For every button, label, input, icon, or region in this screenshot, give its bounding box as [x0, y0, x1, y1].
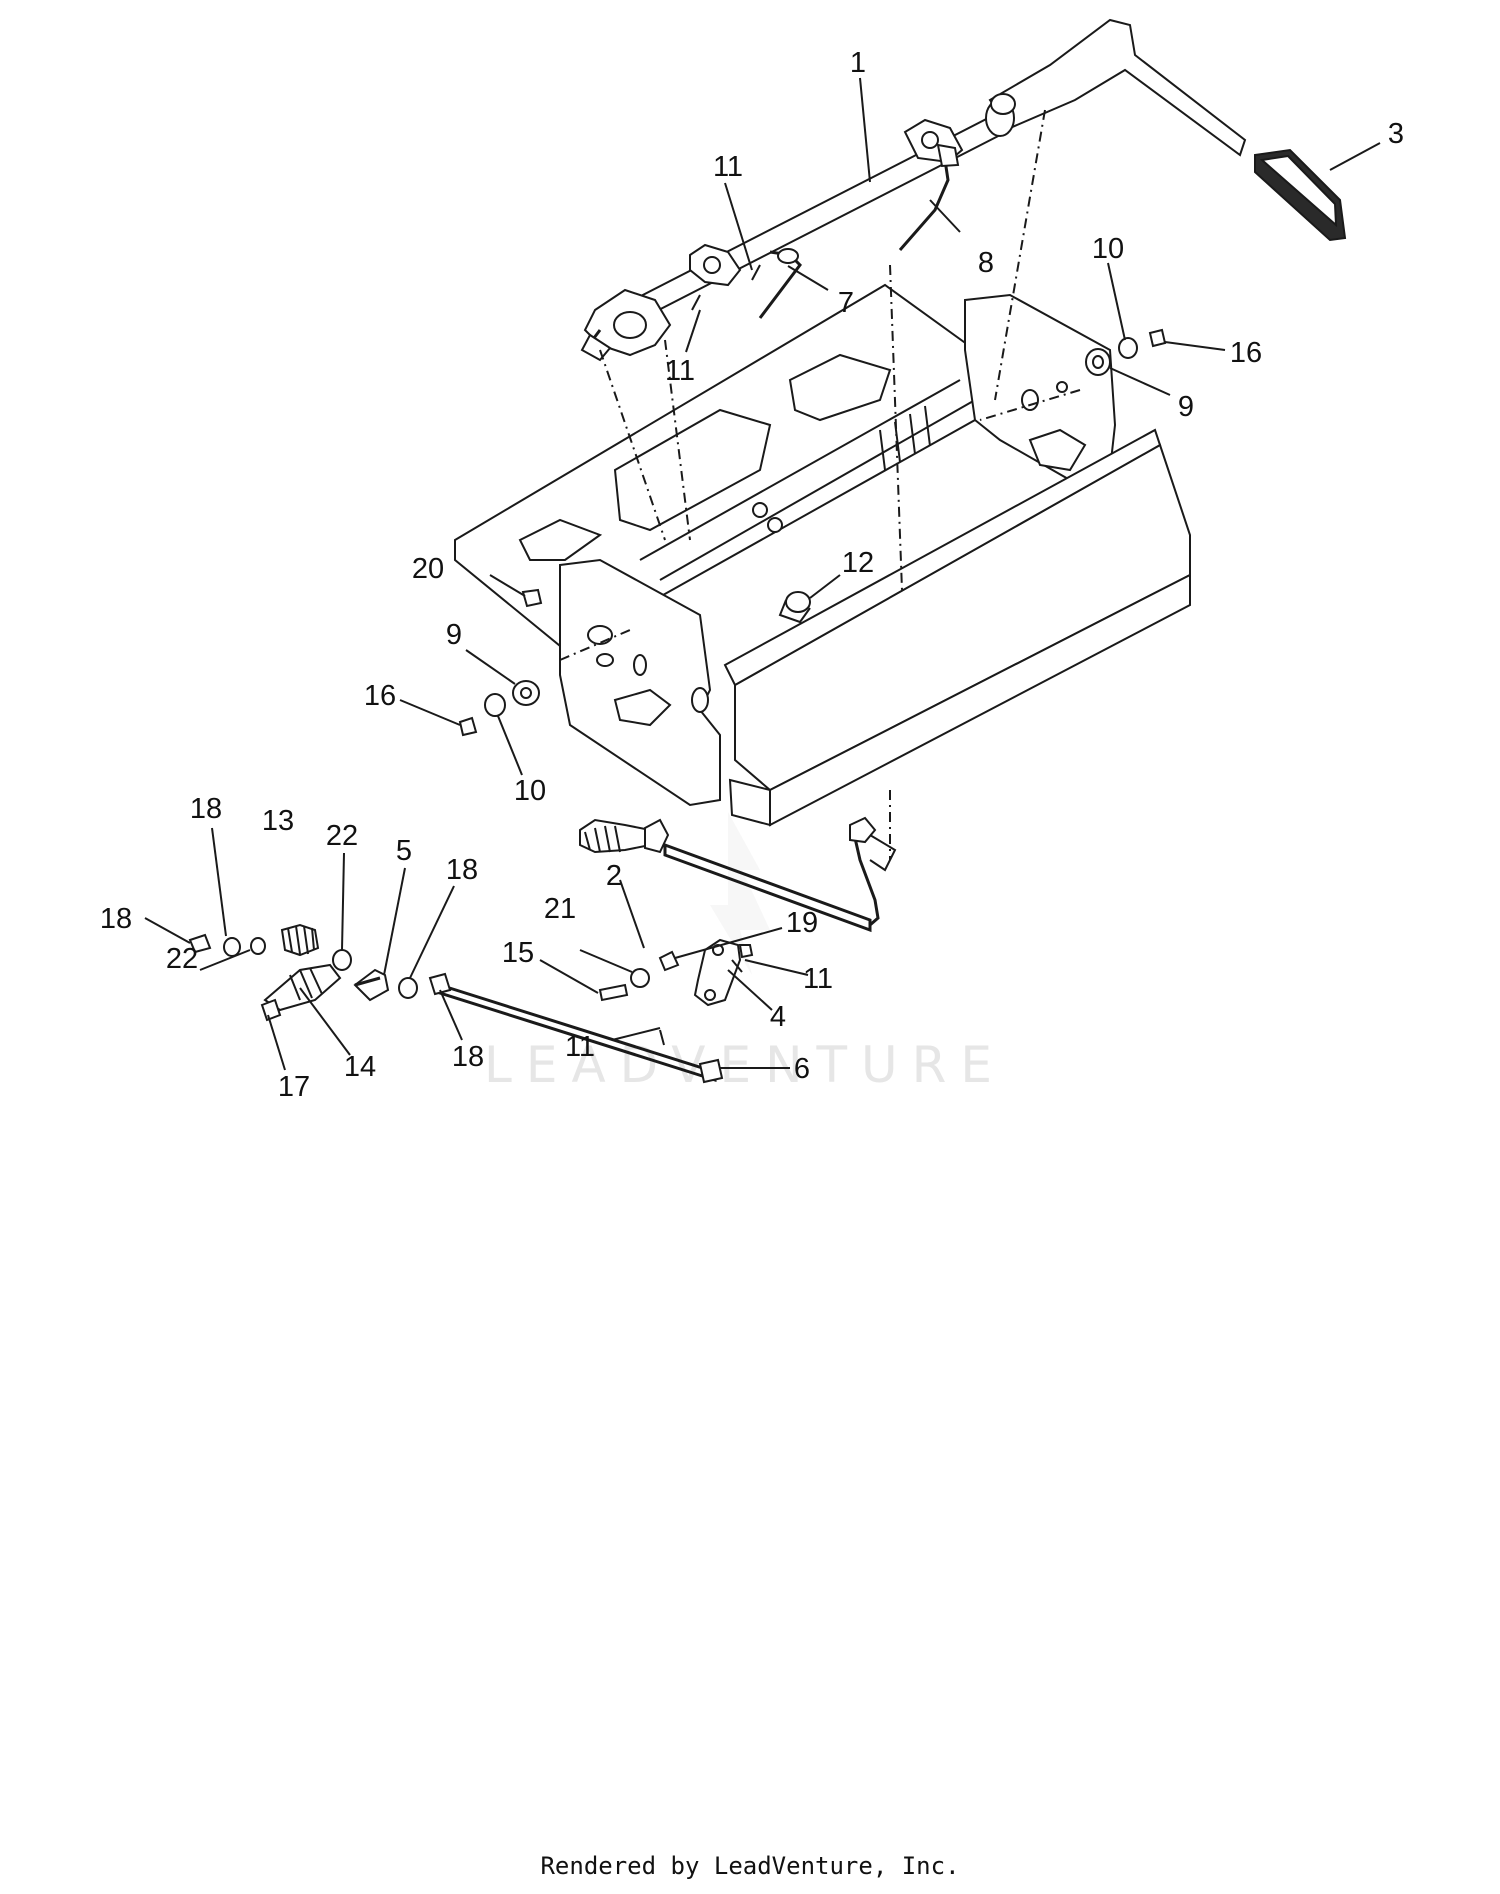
- callout-20: 20: [412, 553, 444, 585]
- callout-22: 22: [166, 943, 198, 975]
- callout-6: 6: [794, 1053, 810, 1085]
- callout-16: 16: [364, 680, 396, 712]
- callout-1: 1: [850, 47, 866, 79]
- callout-13: 13: [262, 805, 294, 837]
- callout-18: 18: [100, 903, 132, 935]
- callout-8: 8: [978, 247, 994, 279]
- callout-11: 11: [665, 355, 695, 387]
- hardware: [458, 328, 1167, 737]
- callout-15: 15: [502, 937, 534, 969]
- watermark-logo: [710, 812, 770, 975]
- callout-9: 9: [446, 619, 462, 651]
- callout-11: 11: [713, 151, 743, 183]
- callout-21: 21: [544, 893, 576, 925]
- callout-18: 18: [452, 1041, 484, 1073]
- callout-3: 3: [1388, 118, 1404, 150]
- callout-10: 10: [1092, 233, 1124, 265]
- footer-credit: Rendered by LeadVenture, Inc.: [540, 1852, 960, 1880]
- callout-10: 10: [514, 775, 546, 807]
- callout-14: 14: [344, 1051, 376, 1083]
- callout-4: 4: [770, 1001, 786, 1033]
- callout-17: 17: [278, 1071, 310, 1103]
- callout-labels: 1 3 11 7 8 10 16 11 9 20 12 9 16 10 18 1…: [100, 47, 1404, 1103]
- leader-lines: [144, 77, 1381, 1071]
- callout-9: 9: [1178, 391, 1194, 423]
- callout-12: 12: [842, 547, 874, 579]
- callout-22: 22: [326, 820, 358, 852]
- callout-11: 11: [565, 1031, 595, 1063]
- callout-2: 2: [606, 860, 622, 892]
- callout-18: 18: [190, 793, 222, 825]
- frame-weldment: [454, 109, 1191, 860]
- callout-7: 7: [838, 287, 854, 319]
- brake-shaft-assembly: [580, 18, 1347, 362]
- callout-19: 19: [786, 907, 818, 939]
- callout-16: 16: [1230, 337, 1262, 369]
- watermark-text: LEADVENTURE: [484, 1036, 1006, 1094]
- callout-5: 5: [396, 835, 412, 867]
- callout-18: 18: [446, 854, 478, 886]
- callout-11: 11: [803, 963, 833, 995]
